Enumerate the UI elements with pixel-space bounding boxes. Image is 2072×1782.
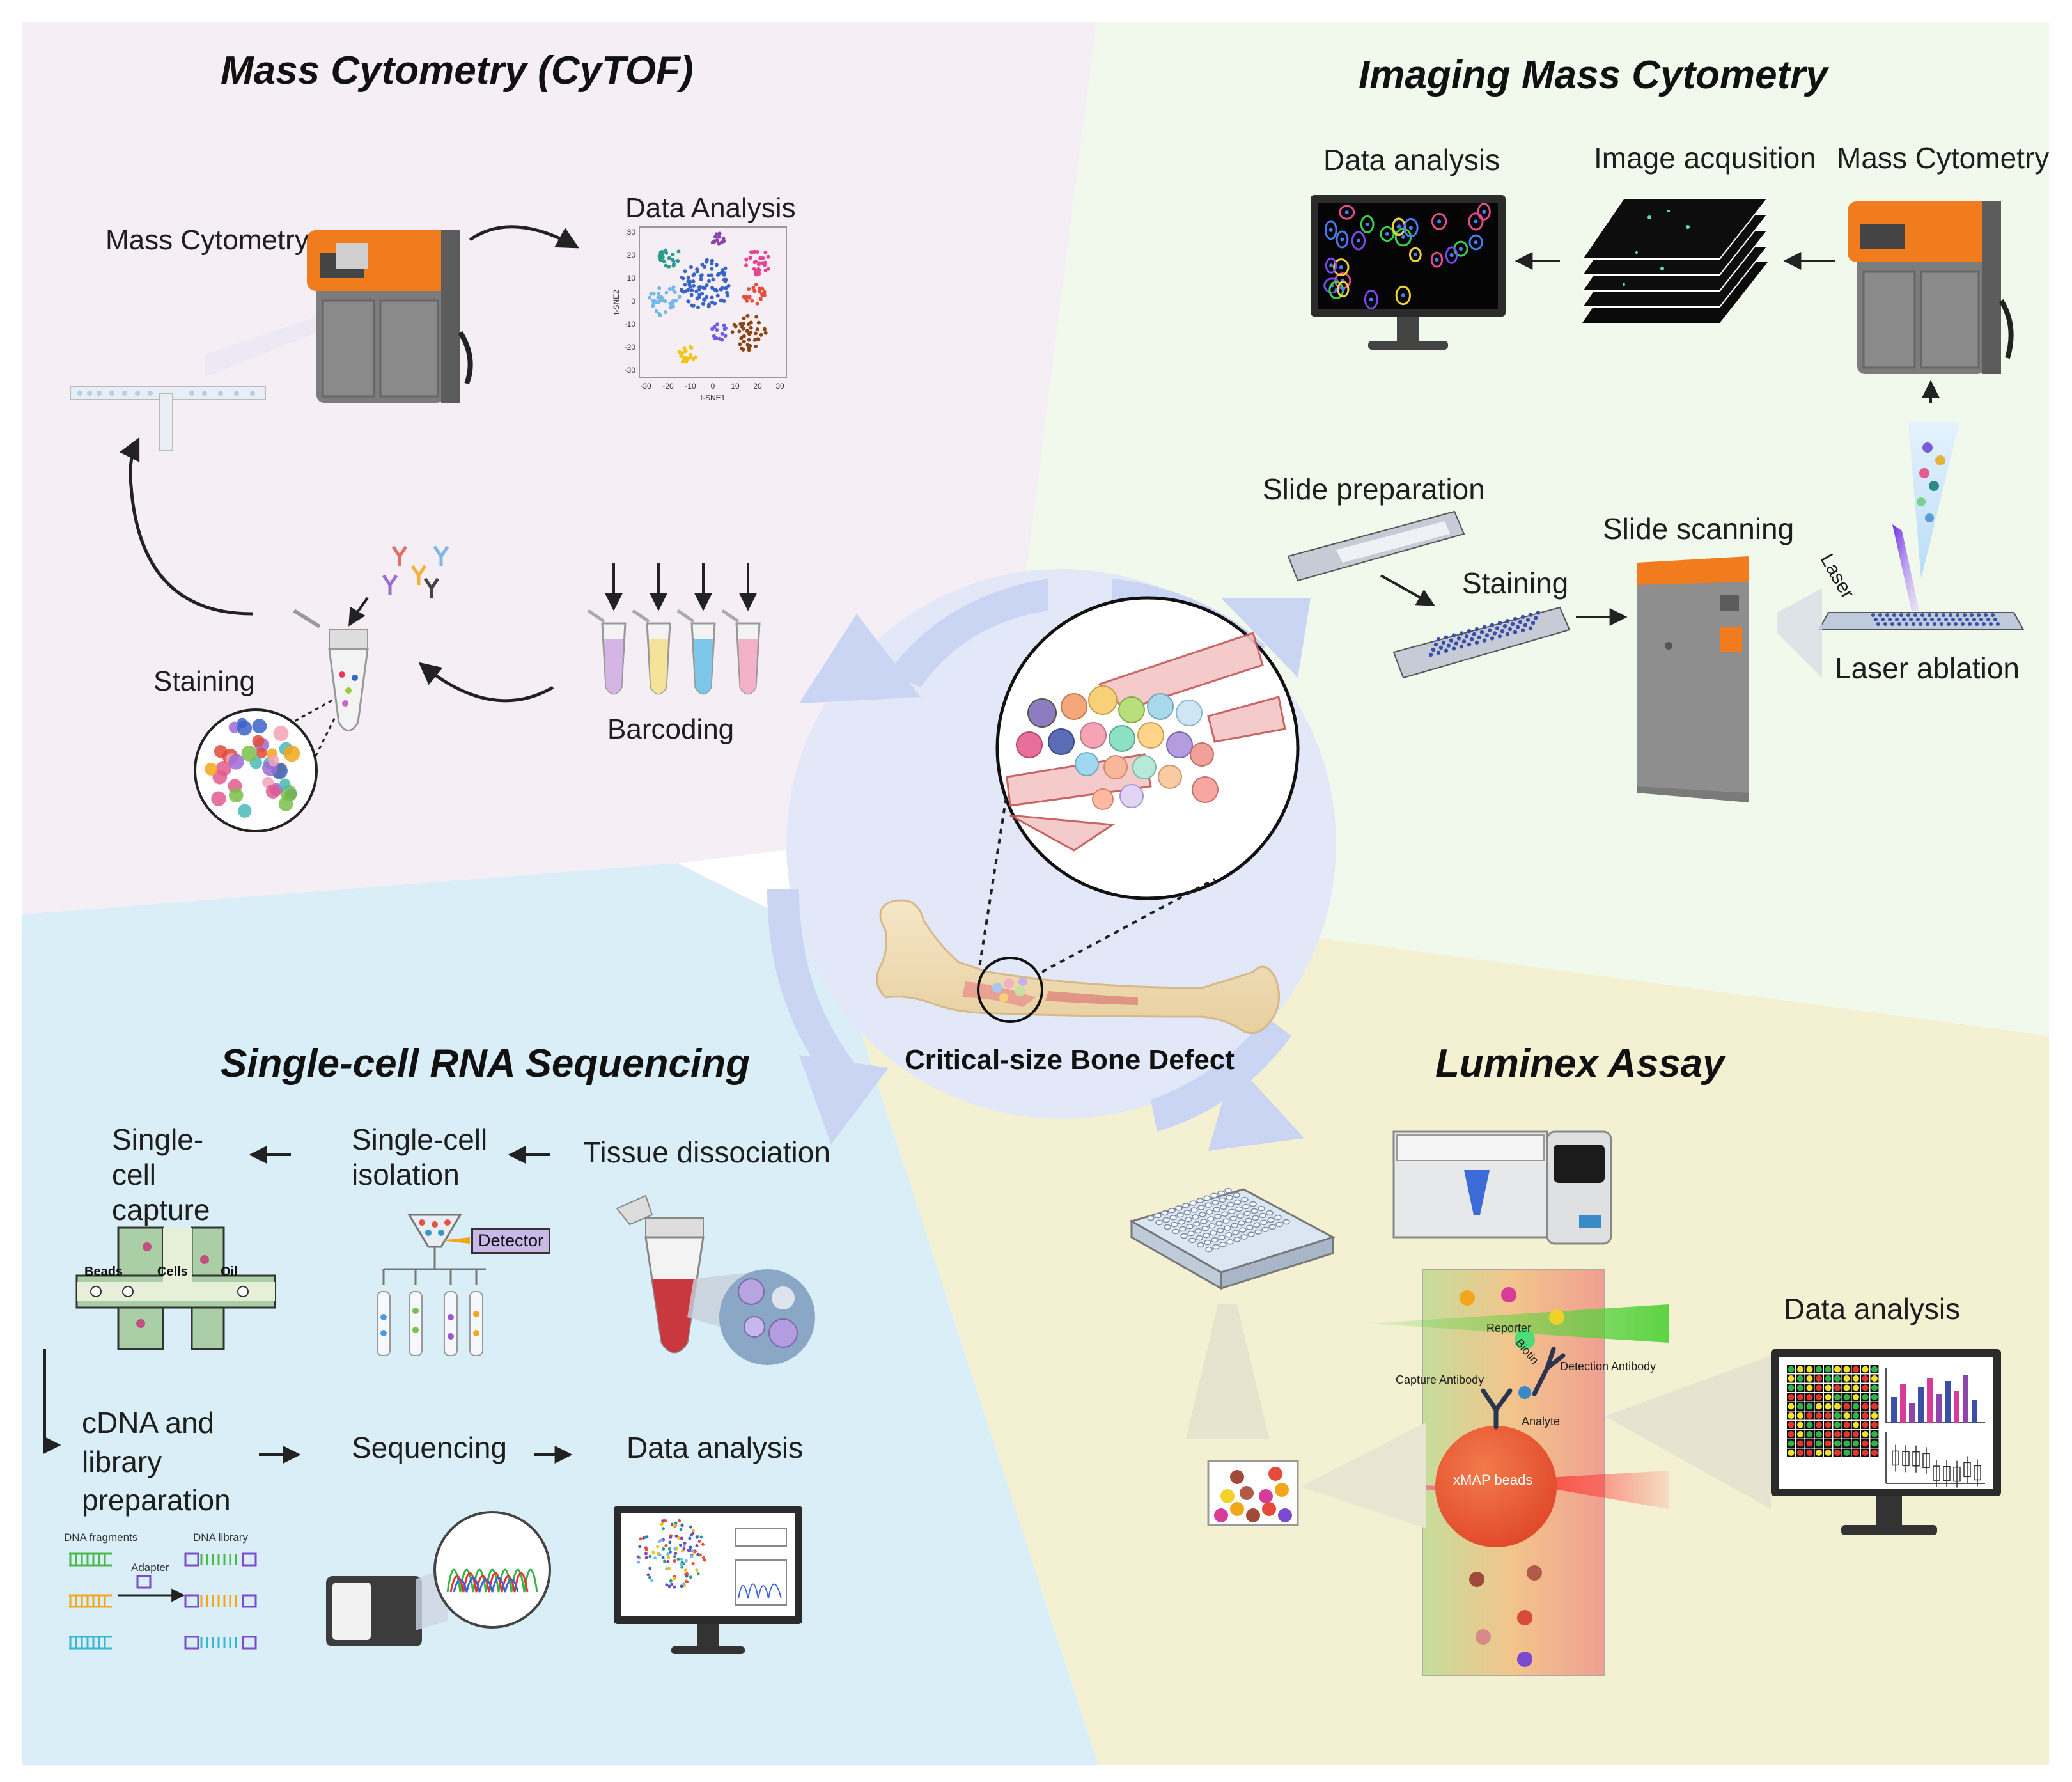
green-laser	[1368, 1304, 1669, 1343]
tsne-xtick: 0	[711, 382, 715, 391]
barcoding-tubes	[587, 563, 761, 695]
tsne-ytick: -20	[625, 343, 636, 352]
tsne-xtick: 30	[775, 382, 784, 391]
imc-staining-label: Staining	[1462, 567, 1569, 600]
dna-library-label: DNA library	[193, 1531, 248, 1544]
defect-circle	[977, 957, 1043, 1023]
dna-library-diagram	[69, 1552, 257, 1650]
scrna-dissociation-label: Tissue dissociation	[583, 1136, 830, 1169]
detector-label: Detector	[471, 1228, 551, 1254]
beaker-beam	[1301, 1423, 1426, 1528]
imc-laser-ablation-label: Laser ablation	[1835, 652, 2020, 685]
tsne-ytick: 10	[627, 274, 636, 283]
luminex-data-analysis-label: Data analysis	[1784, 1292, 1961, 1325]
plate-beam	[1186, 1304, 1269, 1439]
tsne-ytick: 0	[631, 297, 635, 306]
imc-monitor	[1311, 195, 1506, 350]
reporter-label: Reporter	[1486, 1322, 1532, 1334]
laser-beam	[1892, 524, 1919, 611]
dissociation-tube	[616, 1194, 815, 1365]
cytof-staining-label: Staining	[153, 666, 256, 697]
zoom-line-left	[977, 792, 1008, 976]
scrna-data-analysis-label: Data analysis	[627, 1431, 804, 1464]
tsne-plot: -30 -20 -10 0 10 20 30 30 20 10 0 -10 -20 -30 t-SNE1 t-…	[612, 226, 787, 402]
scrna-isolation-label: Single-cell isolation	[352, 1123, 488, 1192]
defect-cells	[992, 977, 1027, 1002]
tsne-ylabel: t-SNE2	[612, 290, 621, 315]
tsne-xtick: -10	[685, 382, 696, 391]
tsne-ytick: -30	[625, 366, 636, 375]
cytof-barcoding-label: Barcoding	[607, 714, 735, 745]
critical-defect-label: Critical-size Bone Defect	[905, 1044, 1235, 1075]
beads-label: Beads	[84, 1265, 123, 1279]
capture-antibody-label: Capture Antibody	[1396, 1373, 1484, 1386]
arrow-barcoding-to-staining	[418, 662, 554, 703]
xmap-bead	[1435, 1426, 1557, 1547]
imc-instrument	[1848, 201, 2014, 374]
tsne-ytick: 20	[627, 251, 636, 260]
staining-cells	[205, 717, 300, 818]
cells-label: Cells	[157, 1265, 188, 1279]
imc-slide-preparation-label: Slide preparation	[1263, 473, 1485, 506]
cytof-instrument	[205, 230, 473, 403]
scrna-capture-label: Single-cell capture	[112, 1123, 210, 1227]
scrna-cdna-label: cDNA and library preparation	[82, 1406, 231, 1517]
reporter-dot	[1515, 1329, 1535, 1350]
bead-beaker	[1207, 1460, 1299, 1526]
microfluidic-chip	[75, 1226, 276, 1350]
imc-image-stack	[1581, 198, 1770, 323]
plume-particles	[1917, 442, 1945, 522]
analyte-dot	[1518, 1386, 1531, 1399]
analyte-label: Analyte	[1522, 1415, 1561, 1428]
arrow-instrument-to-analysis	[469, 225, 580, 249]
tsne-xtick: -20	[662, 382, 674, 391]
sequencer	[326, 1511, 551, 1646]
imc-data-analysis-label: Data analysis	[1323, 143, 1500, 176]
adapter-label: Adapter	[131, 1561, 169, 1574]
luminex-title: Luminex Assay	[1435, 1042, 1725, 1086]
tsne-ytick: 30	[627, 228, 636, 237]
floating-beads	[1460, 1287, 1564, 1667]
scanner-beam	[1777, 588, 1822, 678]
ablation-plume	[1908, 422, 1959, 579]
zoom-line-right	[1041, 878, 1215, 973]
luminex-instrument	[1392, 1130, 1612, 1245]
flow-channel	[70, 386, 266, 451]
tsne-xtick: -30	[640, 382, 651, 391]
femur-bone	[876, 899, 1281, 1035]
tissue-cells	[1016, 685, 1219, 810]
slide-preparation-slide	[1287, 510, 1465, 582]
xmap-beads-label: xMAP beads	[1453, 1472, 1533, 1488]
staining-slide	[1392, 606, 1571, 679]
tsne-xtick: 10	[731, 382, 740, 391]
scrna-monitor	[614, 1506, 802, 1654]
antibodies	[382, 545, 449, 598]
imc-image-acquisition-label: Image acqusition	[1594, 141, 1816, 175]
antibody-complex	[1481, 1347, 1566, 1430]
cytof-mass-cytometry-label: Mass Cytometry	[105, 224, 309, 256]
luminex-monitor	[1771, 1349, 2001, 1535]
ablation-slide	[1818, 612, 2025, 630]
cytof-title: Mass Cytometry (CyTOF)	[221, 49, 694, 93]
tsne-xlabel: t-SNE1	[701, 393, 726, 402]
imc-title: Imaging Mass Cytometry	[1359, 53, 1828, 97]
arrow-staining-to-instrument	[119, 437, 253, 616]
well-plate	[1129, 1187, 1336, 1290]
imc-mass-cytometry-label: Mass Cytometry	[1837, 141, 2050, 175]
scrna-title: Single-cell RNA Sequencing	[221, 1042, 750, 1086]
monitor-beam	[1605, 1356, 1771, 1509]
staining-tube	[293, 597, 369, 731]
oil-label: Oil	[221, 1265, 238, 1279]
dna-fragments-label: DNA fragments	[64, 1531, 138, 1544]
imc-slide-scanning-label: Slide scanning	[1603, 512, 1795, 545]
tsne-xtick: 20	[753, 382, 762, 391]
cytof-data-analysis-label: Data Analysis	[625, 192, 796, 224]
sorting-funnel	[377, 1214, 486, 1356]
detection-antibody-label: Detection Antibody	[1560, 1360, 1656, 1373]
scrna-sequencing-label: Sequencing	[352, 1431, 507, 1464]
tsne-ytick: -10	[625, 320, 636, 329]
slide-scanner	[1637, 556, 1749, 802]
